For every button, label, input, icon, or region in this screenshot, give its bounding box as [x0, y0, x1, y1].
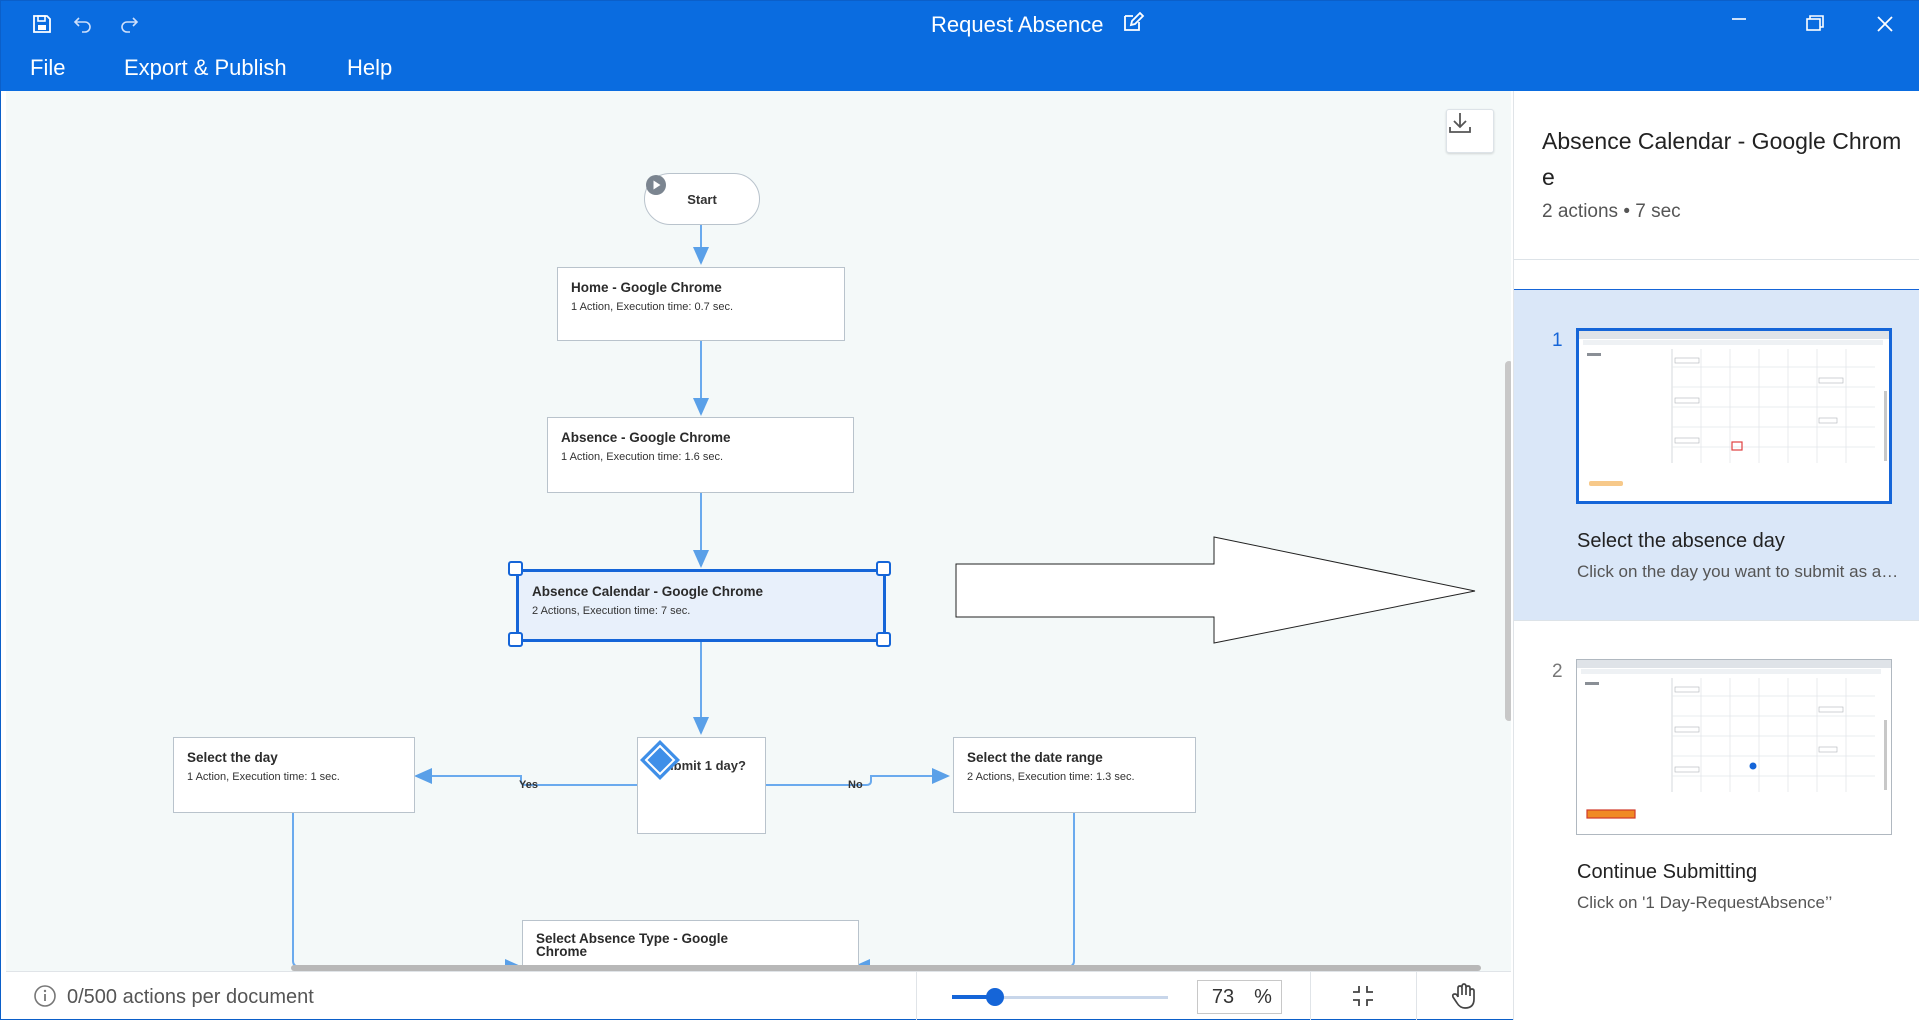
minimize-icon[interactable]	[1719, 7, 1759, 41]
window-title: Request Absence	[931, 11, 1104, 37]
vertical-scrollbar[interactable]	[1505, 361, 1511, 721]
restore-icon[interactable]	[1795, 7, 1835, 41]
edge-label-no: No	[848, 779, 863, 791]
resize-handle[interactable]	[876, 561, 891, 576]
edge-label-yes: Yes	[519, 779, 538, 791]
node-subtitle: 2 Actions, Execution time: 1.3 sec.	[967, 771, 1135, 783]
separator	[916, 972, 917, 1020]
decision-label: Submit 1 day?	[657, 758, 746, 773]
step-item-1[interactable]: 1	[1514, 289, 1919, 621]
zoom-slider-thumb[interactable]	[986, 988, 1005, 1006]
menu-export-publish[interactable]: Export & Publish	[124, 55, 287, 80]
panel-subtitle: 2 actions • 7 sec	[1542, 201, 1681, 222]
resize-handle[interactable]	[508, 632, 523, 647]
redo-icon[interactable]	[116, 11, 142, 37]
start-node[interactable]: Start	[644, 173, 760, 225]
flow-canvas[interactable]: Start Home - Google Chrome 1 Action, Exe…	[6, 91, 1511, 971]
save-icon[interactable]	[29, 11, 55, 37]
download-button[interactable]	[1446, 109, 1494, 153]
decision-node[interactable]: Submit 1 day?	[637, 737, 766, 834]
menu-bar: File Export & Publish Help	[1, 47, 1919, 91]
pan-button[interactable]	[1444, 978, 1484, 1014]
node-subtitle: 1 Action, Execution time: 1.6 sec.	[561, 451, 724, 463]
title-group: Request Absence	[931, 10, 1145, 39]
status-bar: 0/500 actions per document 73 %	[6, 971, 1511, 1020]
title-bar: Request Absence	[1, 1, 1919, 47]
fit-screen-button[interactable]	[1343, 978, 1383, 1014]
node-subtitle: 2 Actions, Execution time: 7 sec.	[532, 605, 691, 617]
actions-count: 0/500 actions per document	[67, 986, 314, 1008]
play-icon	[646, 175, 666, 195]
zoom-value: 73	[1211, 985, 1235, 1008]
start-label: Start	[687, 191, 717, 207]
node-subtitle: 1 Action, Execution time: 1 sec.	[187, 771, 340, 783]
separator	[1310, 972, 1311, 1020]
step-thumbnail[interactable]	[1576, 659, 1892, 835]
node-title: Home - Google Chrome	[571, 280, 722, 295]
screenshot-thumbnail	[1579, 331, 1889, 486]
step-description: Click on '1 Day-RequestAbsence’’	[1577, 893, 1833, 912]
flow-node-select-absence-type[interactable]: Select Absence Type - Google Chrome	[522, 920, 859, 971]
flow-node-home[interactable]: Home - Google Chrome 1 Action, Execution…	[557, 267, 845, 341]
connector-lines	[292, 225, 1476, 971]
divider	[1514, 259, 1919, 260]
flow-node-select-day[interactable]: Select the day 1 Action, Execution time:…	[173, 737, 415, 813]
undo-icon[interactable]	[70, 11, 96, 37]
node-title: Select the day	[187, 750, 278, 765]
zoom-unit: %	[1254, 985, 1272, 1008]
step-title: Select the absence day	[1577, 530, 1785, 552]
details-panel: Absence Calendar - Google Chrome 2 actio…	[1513, 91, 1919, 1020]
info-icon	[34, 985, 56, 1007]
step-description: Click on the day you want to submit as a…	[1577, 562, 1907, 581]
step-number: 1	[1552, 330, 1563, 351]
node-title: Select Absence Type - Google Chrome	[536, 931, 729, 959]
flow-node-select-date-range[interactable]: Select the date range 2 Actions, Executi…	[953, 737, 1196, 813]
flow-node-absence-calendar[interactable]: Absence Calendar - Google Chrome 2 Actio…	[516, 569, 886, 642]
zoom-slider-fill	[952, 995, 996, 999]
step-title: Continue Submitting	[1577, 861, 1758, 883]
node-title: Absence - Google Chrome	[561, 430, 731, 445]
download-icon	[1449, 113, 1471, 133]
resize-handle[interactable]	[876, 632, 891, 647]
collapse-icon	[1353, 986, 1373, 1006]
node-title: Absence Calendar - Google Chrome	[532, 584, 764, 599]
screenshot-thumbnail	[1577, 660, 1891, 819]
zoom-input[interactable]: 73 %	[1197, 980, 1282, 1014]
node-subtitle: 1 Action, Execution time: 0.7 sec.	[571, 301, 734, 313]
resize-handle[interactable]	[508, 561, 523, 576]
panel-title: Absence Calendar - Google Chrome	[1542, 128, 1902, 190]
close-icon[interactable]	[1865, 7, 1905, 41]
step-thumbnail[interactable]	[1576, 328, 1892, 504]
menu-file[interactable]: File	[30, 55, 66, 80]
separator	[1416, 972, 1417, 1020]
flow-node-absence[interactable]: Absence - Google Chrome 1 Action, Execut…	[547, 417, 854, 493]
node-title: Select the date range	[967, 750, 1103, 765]
edit-icon[interactable]	[1121, 10, 1145, 39]
zoom-slider-track[interactable]	[952, 996, 1168, 999]
horizontal-scrollbar[interactable]	[291, 965, 1481, 971]
step-item-2[interactable]: 2	[1514, 621, 1919, 953]
hand-icon	[1451, 983, 1475, 1009]
diamond-icon	[640, 740, 680, 780]
step-number: 2	[1552, 661, 1563, 682]
menu-help[interactable]: Help	[347, 55, 393, 80]
